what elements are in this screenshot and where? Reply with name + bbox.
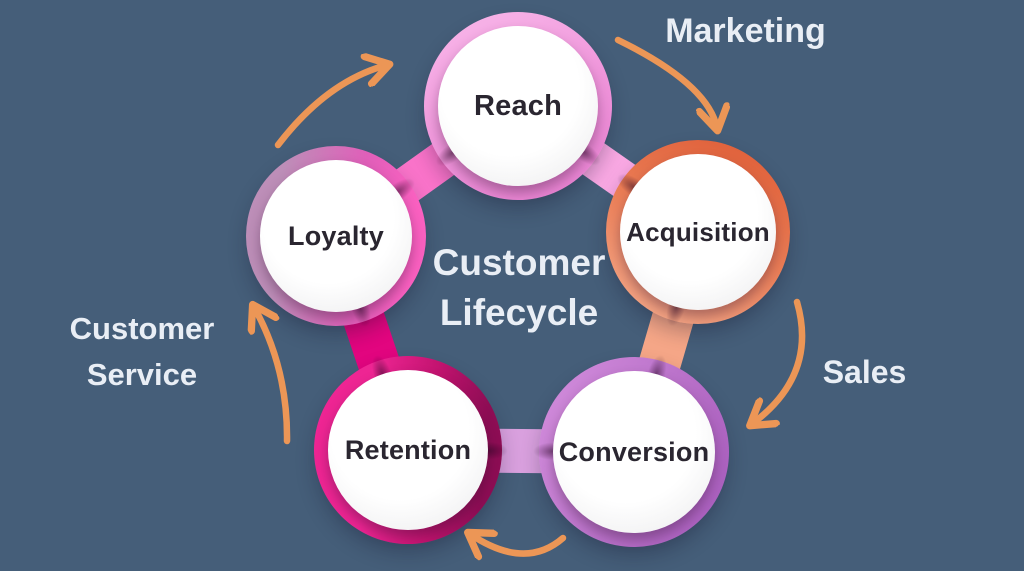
arrow-conversion-to-retention — [470, 534, 567, 554]
label-marketing: Marketing — [665, 12, 826, 50]
label-sales: Sales — [822, 354, 907, 390]
node-loyalty-label: Loyalty — [288, 220, 384, 251]
node-retention-label: Retention — [344, 434, 472, 465]
label-customer-service-line2: Service — [86, 357, 198, 392]
node-conversion-disc: Conversion — [553, 371, 715, 533]
node-conversion: Conversion — [532, 352, 729, 547]
node-loyalty-disc: Loyalty — [260, 160, 412, 312]
label-customer-service: Customer Service — [38, 306, 246, 398]
node-reach: Reach — [424, 12, 612, 200]
node-reach-label: Reach — [473, 89, 563, 122]
label-customer-service-line1: Customer — [69, 311, 215, 346]
node-retention: Retention — [314, 352, 509, 544]
node-acquisition-label: Acquisition — [626, 216, 770, 247]
arrow-loyalty-to-reach — [274, 65, 387, 149]
node-conversion-label: Conversion — [558, 436, 710, 467]
diagram-title-line2: Lifecycle — [439, 292, 599, 333]
diagram-title: Customer Lifecycle — [394, 238, 644, 338]
node-reach-disc: Reach — [438, 26, 598, 186]
arrow-marketing-to-acquisition — [614, 36, 717, 128]
diagram-title-line1: Customer — [432, 242, 606, 283]
arrow-service-to-loyalty — [254, 307, 291, 445]
node-retention-disc: Retention — [328, 370, 488, 530]
